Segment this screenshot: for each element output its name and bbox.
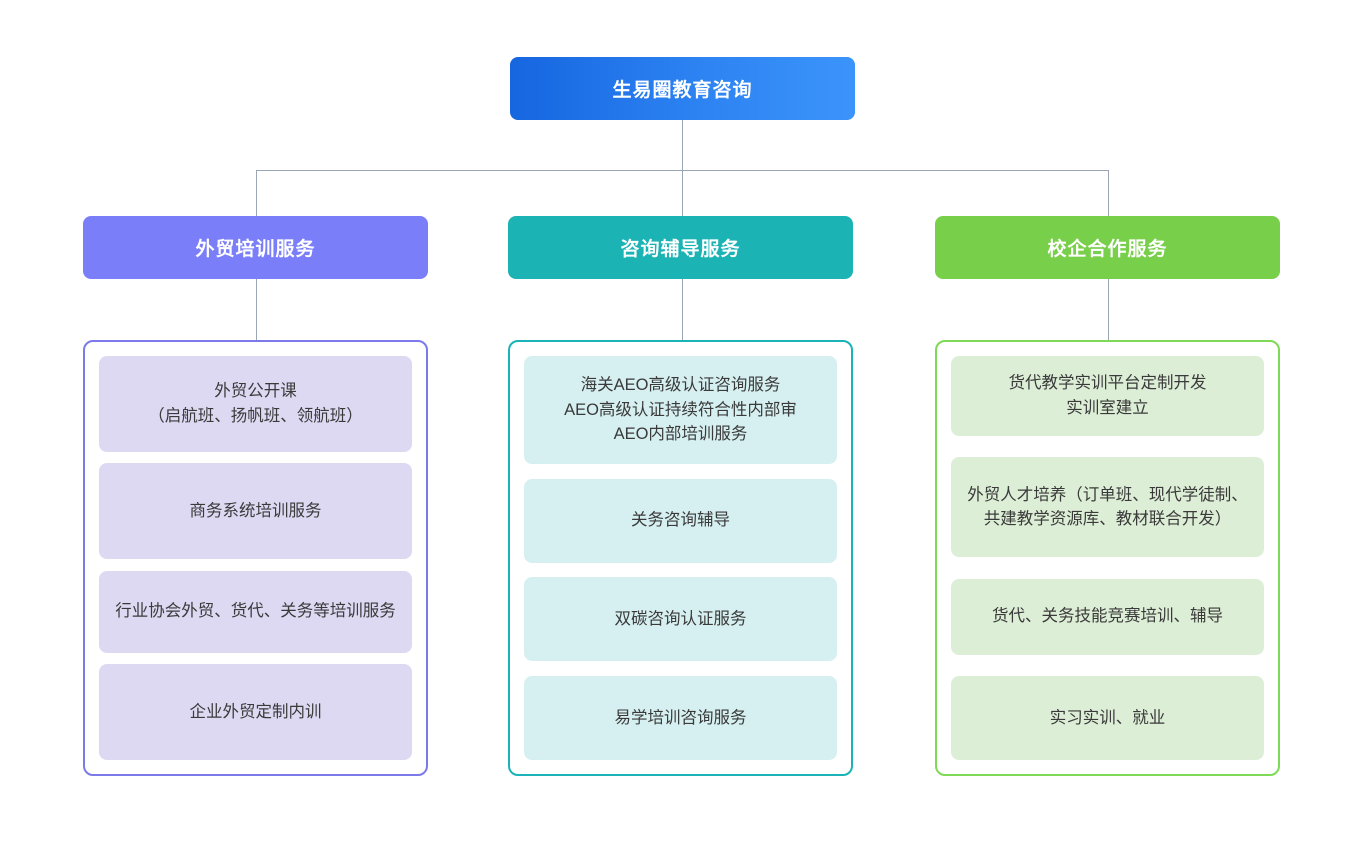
branch-header-training[interactable]: 外贸培训服务 bbox=[83, 216, 428, 279]
branch-group-box-school-enterprise: 货代教学实训平台定制开发 实训室建立 外贸人才培养（订单班、现代学徒制、共建教学… bbox=[935, 340, 1280, 776]
branch-column-school-enterprise: 校企合作服务 货代教学实训平台定制开发 实训室建立 外贸人才培养（订单班、现代学… bbox=[935, 216, 1280, 776]
connector-header-to-group-middle bbox=[682, 279, 683, 341]
service-item[interactable]: 海关AEO高级认证咨询服务 AEO高级认证持续符合性内部审 AEO内部培训服务 bbox=[524, 356, 837, 464]
service-item[interactable]: 双碳咨询认证服务 bbox=[524, 577, 837, 662]
branch-header-school-enterprise[interactable]: 校企合作服务 bbox=[935, 216, 1280, 279]
branch-column-training: 外贸培训服务 外贸公开课 （启航班、扬帆班、领航班） 商务系统培训服务 行业协会… bbox=[83, 216, 428, 776]
service-item[interactable]: 易学培训咨询服务 bbox=[524, 675, 837, 760]
service-item[interactable]: 外贸公开课 （启航班、扬帆班、领航班） bbox=[99, 356, 412, 452]
connector-drop-right bbox=[1108, 170, 1109, 217]
branch-group-box-consulting: 海关AEO高级认证咨询服务 AEO高级认证持续符合性内部审 AEO内部培训服务 … bbox=[508, 340, 853, 776]
branch-group-box-training: 外贸公开课 （启航班、扬帆班、领航班） 商务系统培训服务 行业协会外贸、货代、关… bbox=[83, 340, 428, 776]
connector-drop-left bbox=[256, 170, 257, 217]
service-item[interactable]: 企业外贸定制内训 bbox=[99, 663, 412, 760]
service-item[interactable]: 行业协会外贸、货代、关务等培训服务 bbox=[99, 570, 412, 653]
service-item[interactable]: 外贸人才培养（订单班、现代学徒制、共建教学资源库、教材联合开发） bbox=[951, 457, 1264, 558]
service-item[interactable]: 商务系统培训服务 bbox=[99, 463, 412, 560]
service-item[interactable]: 实习实训、就业 bbox=[951, 675, 1264, 760]
connector-root-stem bbox=[682, 120, 683, 171]
connector-header-to-group-left bbox=[256, 279, 257, 341]
connector-drop-middle bbox=[682, 170, 683, 217]
branch-column-consulting: 咨询辅导服务 海关AEO高级认证咨询服务 AEO高级认证持续符合性内部审 AEO… bbox=[508, 216, 853, 776]
service-item[interactable]: 货代教学实训平台定制开发 实训室建立 bbox=[951, 356, 1264, 436]
service-item[interactable]: 关务咨询辅导 bbox=[524, 478, 837, 563]
service-item[interactable]: 货代、关务技能竞赛培训、辅导 bbox=[951, 578, 1264, 655]
connector-header-to-group-right bbox=[1108, 279, 1109, 341]
branch-header-consulting[interactable]: 咨询辅导服务 bbox=[508, 216, 853, 279]
root-node[interactable]: 生易圈教育咨询 bbox=[510, 57, 855, 120]
